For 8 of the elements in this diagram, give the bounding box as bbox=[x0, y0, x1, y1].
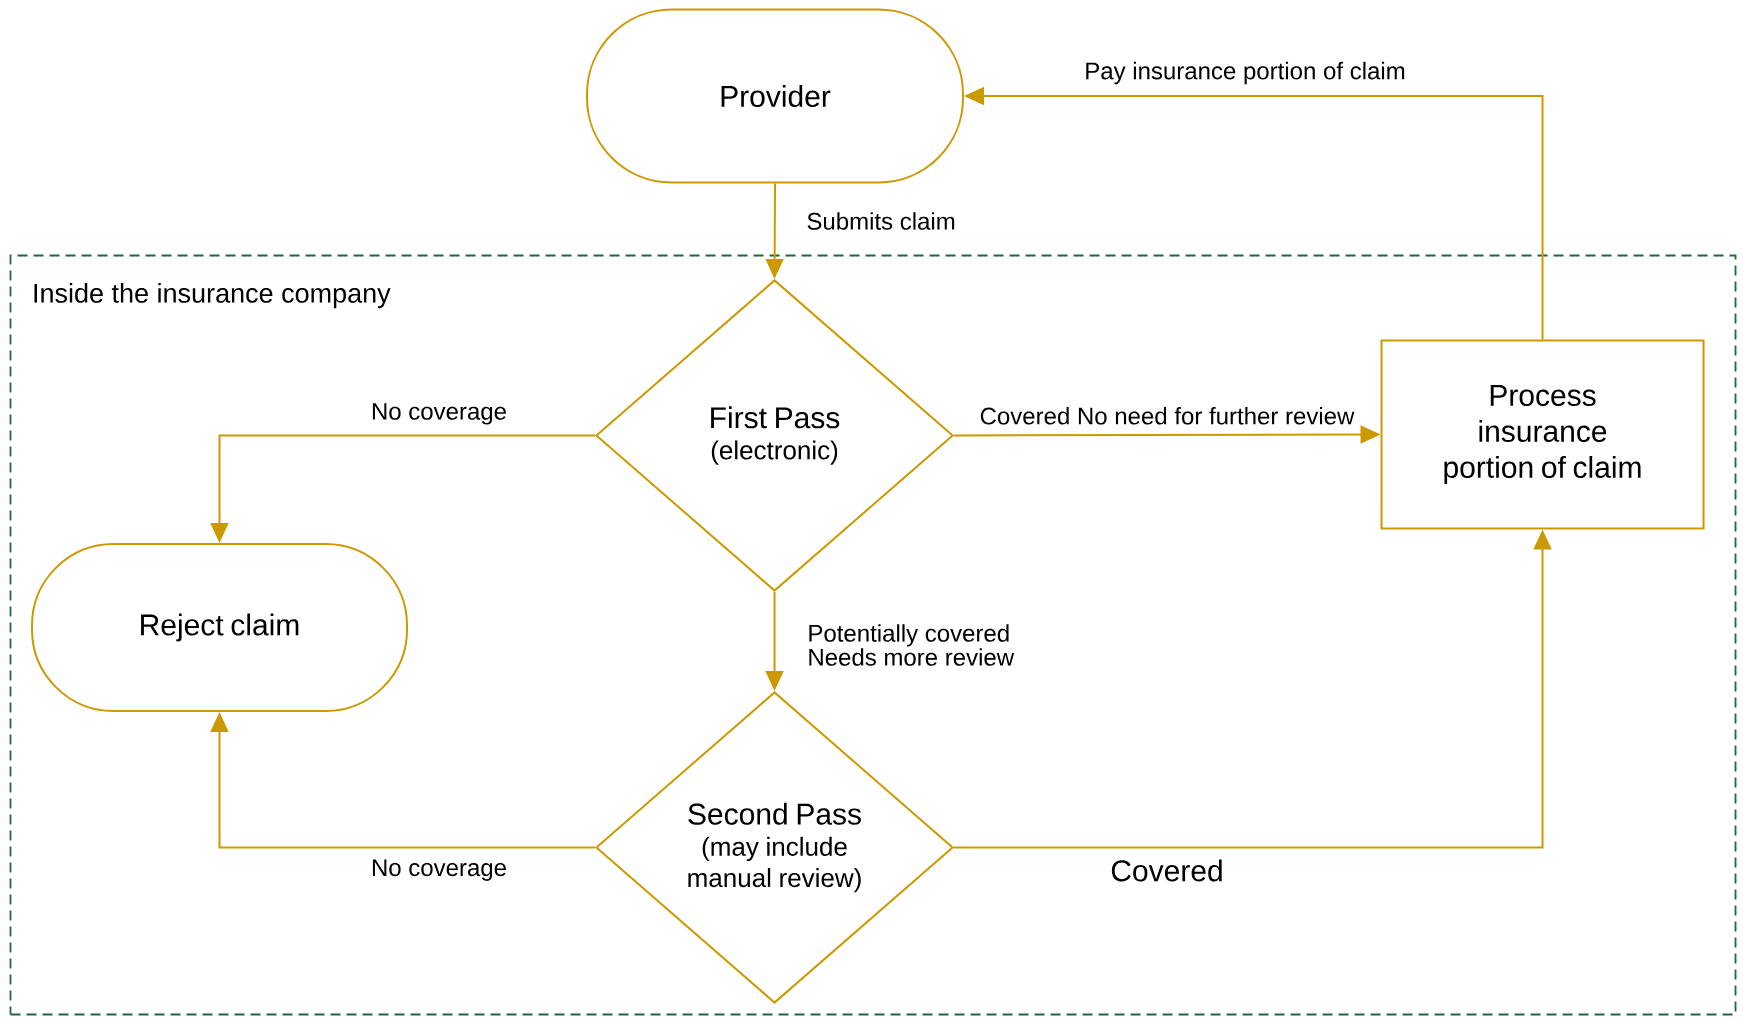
edge-label: No coverage bbox=[367, 400, 511, 428]
edge-label: Pay insurance portion of claim bbox=[1081, 58, 1409, 88]
edge-label: Covered bbox=[1107, 856, 1227, 885]
edge-label: Submits claim bbox=[803, 209, 959, 233]
edge-label: Covered No need for further review bbox=[976, 404, 1358, 428]
edge-label: No coverage bbox=[367, 856, 511, 884]
process-box: Process insurance portion of claim bbox=[1380, 339, 1705, 530]
edge-label: Potentially covered Needs more review bbox=[804, 621, 1027, 669]
